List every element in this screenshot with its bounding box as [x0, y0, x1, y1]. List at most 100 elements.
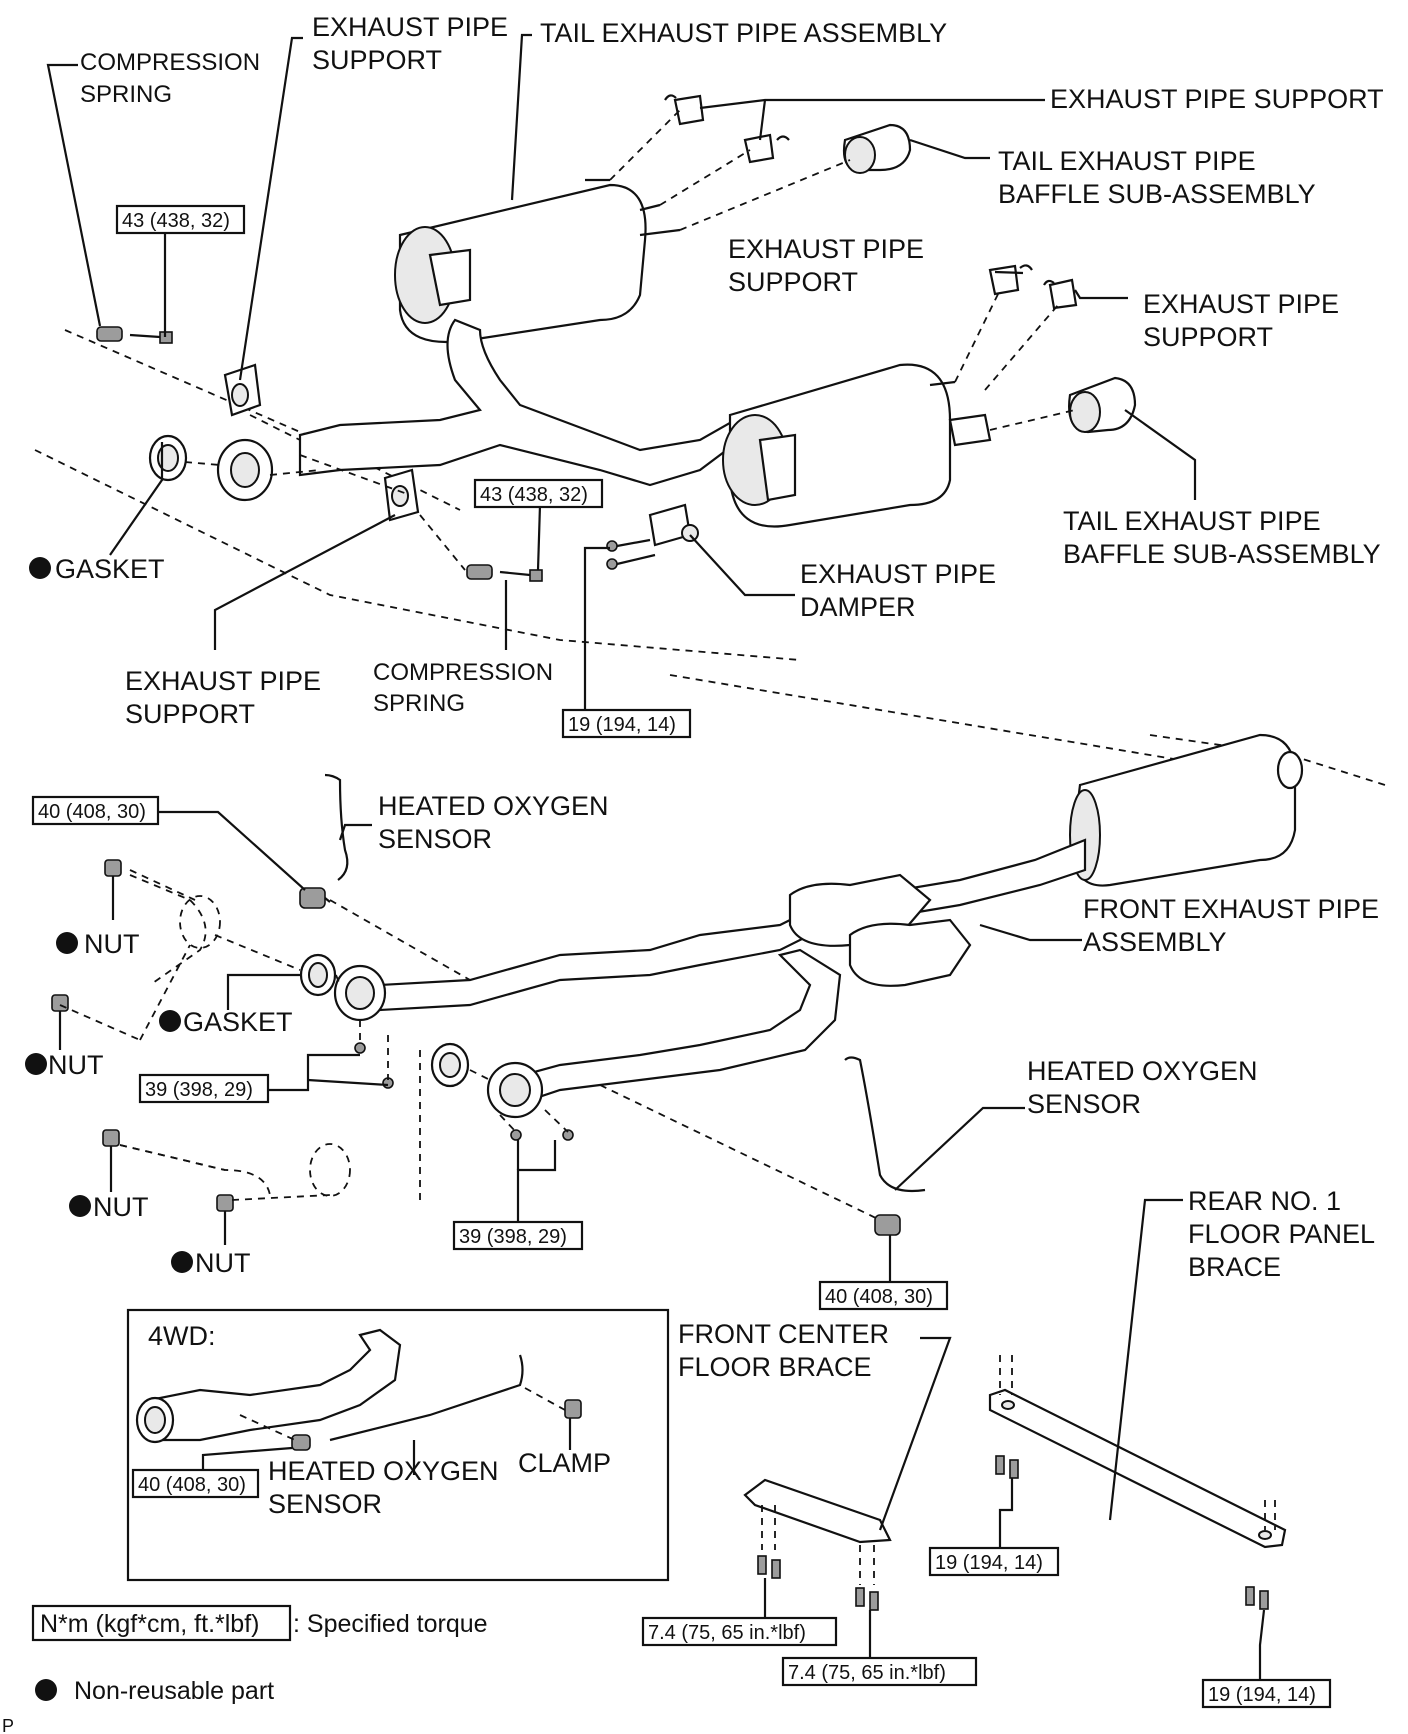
legend-torque-units: N*m (kgf*cm, ft.*lbf) [40, 1610, 259, 1638]
nonreusable-dot [29, 557, 51, 579]
manifold-outlet-lower [119, 1143, 351, 1197]
torque-box-40-inset: 40 (408, 30) [131, 1468, 260, 1499]
nonreusable-dot [69, 1195, 91, 1217]
oxygen-sensor-upper-label-1: HEATED OXYGEN [378, 791, 609, 821]
tail-exhaust-section [34, 33, 1197, 710]
gasket-top-part [148, 434, 188, 482]
inset-sensor-part [291, 1354, 524, 1451]
front-pipe-upper [378, 838, 1087, 1012]
nut-label-2: NUT [48, 1050, 104, 1080]
torque-boxes: 43 (438, 32) 43 (438, 32) 19 (194, 14) 4… [31, 204, 1332, 1709]
front-exhaust-label-2: ASSEMBLY [1083, 927, 1227, 957]
torque-box-39-mid: 39 (398, 29) [452, 1220, 584, 1251]
text-labels: COMPRESSION SPRING EXHAUST PIPE SUPPORT … [25, 12, 1384, 1519]
support-rubber-mid-2 [1043, 278, 1078, 310]
compression-spring-bottom-part [466, 564, 543, 582]
exhaust-pipe-damper-part [648, 503, 699, 547]
tail-baffle-lower-label-1: TAIL EXHAUST PIPE [1063, 506, 1321, 536]
braces-section [743, 1198, 1287, 1680]
nonreusable-dot [171, 1251, 193, 1273]
front-pipe-lower [503, 948, 842, 1107]
gasket-mid-label: GASKET [183, 1007, 293, 1037]
svg-text:7.4 (75, 65 in.*lbf): 7.4 (75, 65 in.*lbf) [648, 1622, 806, 1644]
support-rubber-bottom [383, 468, 420, 522]
compression-spring-label-2: SPRING [80, 81, 172, 108]
nonreusable-dot [56, 932, 78, 954]
tail-exhaust-pipe-assembly-label: TAIL EXHAUST PIPE ASSEMBLY [540, 18, 947, 48]
exhaust-support-right-label-1: EXHAUST PIPE [1143, 289, 1339, 319]
corner-code: P [2, 1716, 14, 1734]
inset-sensor-label-2: SENSOR [268, 1489, 382, 1519]
left-tail-muffler [394, 178, 681, 344]
svg-text:19 (194, 14): 19 (194, 14) [935, 1552, 1043, 1574]
compression-spring-label-1: COMPRESSION [80, 49, 260, 76]
front-center-floor-brace-part [743, 1478, 892, 1544]
legend: N*m (kgf*cm, ft.*lbf) : Specified torque… [2, 1604, 488, 1734]
oxygen-sensor-upper-label-2: SENSOR [378, 824, 492, 854]
inset-sensor-label-1: HEATED OXYGEN [268, 1456, 499, 1486]
inset-clamp-label: CLAMP [518, 1448, 611, 1478]
manifold-outlet-upper [129, 874, 221, 986]
rear-brace-label-1: REAR NO. 1 [1188, 1186, 1341, 1216]
svg-text:7.4 (75, 65 in.*lbf): 7.4 (75, 65 in.*lbf) [788, 1662, 946, 1684]
compression-spring-bottom-label-2: SPRING [373, 690, 465, 717]
gasket-top-label: GASKET [55, 554, 165, 584]
torque-box-74-left: 7.4 (75, 65 in.*lbf) [641, 1616, 838, 1647]
torque-box-39-left: 39 (398, 29) [138, 1073, 270, 1104]
baffle-lower-part [1068, 376, 1137, 434]
rear-brace-label-2: FLOOR PANEL [1188, 1219, 1375, 1249]
compression-spring-bottom-label-1: COMPRESSION [373, 659, 553, 686]
svg-text:19 (194, 14): 19 (194, 14) [1208, 1684, 1316, 1706]
rear-floor-panel-brace-part [988, 1388, 1287, 1549]
oxygen-sensor-lower-label-1: HEATED OXYGEN [1027, 1056, 1258, 1086]
baffle-upper-part [842, 123, 912, 174]
exhaust-support-tl-label-1: EXHAUST PIPE [312, 12, 508, 42]
torque-box-19-brace-right: 19 (194, 14) [1201, 1678, 1332, 1709]
gasket-mid-upper [299, 953, 337, 997]
svg-text:40 (408, 30): 40 (408, 30) [138, 1474, 246, 1496]
legend-nonreusable-text: Non-reusable part [74, 1677, 274, 1705]
support-rubber-left [223, 363, 262, 417]
support-rubber-mid-1 [988, 264, 1033, 296]
brace-bolts [757, 1455, 1269, 1611]
svg-text:40 (408, 30): 40 (408, 30) [38, 801, 146, 823]
front-exhaust-label-1: FRONT EXHAUST PIPE [1083, 894, 1379, 924]
svg-text:40 (408, 30): 40 (408, 30) [825, 1286, 933, 1308]
svg-text:39 (398, 29): 39 (398, 29) [459, 1226, 567, 1248]
torque-box-19-brace-left: 19 (194, 14) [928, 1546, 1060, 1577]
front-center-brace-label-2: FLOOR BRACE [678, 1352, 872, 1382]
inset-title: 4WD: [148, 1321, 216, 1351]
torque-box-43-mid: 43 (438, 32) [473, 478, 604, 509]
support-rubber-top-right-2 [743, 133, 790, 164]
front-flange-lower [486, 1061, 544, 1119]
exhaust-support-mid-label-2: SUPPORT [728, 267, 858, 297]
exhaust-support-mid-label-1: EXHAUST PIPE [728, 234, 924, 264]
support-rubber-top-right-1 [664, 94, 705, 126]
nonreusable-dot [159, 1010, 181, 1032]
tail-baffle-upper-label-1: TAIL EXHAUST PIPE [998, 146, 1256, 176]
legend-torque-text: : Specified torque [293, 1610, 488, 1638]
rear-brace-label-3: BRACE [1188, 1252, 1281, 1282]
tail-pipe-tubes [298, 318, 742, 487]
exhaust-support-tl-label-2: SUPPORT [312, 45, 442, 75]
tail-flange [216, 438, 274, 502]
torque-box-74-right: 7.4 (75, 65 in.*lbf) [781, 1656, 978, 1687]
nonreusable-dot [25, 1053, 47, 1075]
nut-label-3: NUT [93, 1192, 149, 1222]
front-main-muffler [1069, 733, 1304, 887]
svg-text:19 (194, 14): 19 (194, 14) [568, 714, 676, 736]
svg-text:43 (438, 32): 43 (438, 32) [122, 210, 230, 232]
front-exhaust-section [51, 674, 1386, 1282]
exhaust-damper-label-1: EXHAUST PIPE [800, 559, 996, 589]
torque-box-40-right: 40 (408, 30) [818, 1280, 949, 1311]
front-flange-upper [333, 964, 387, 1022]
legend-nonreusable-dot [35, 1679, 57, 1701]
exhaust-support-tr-label: EXHAUST PIPE SUPPORT [1050, 84, 1384, 114]
gasket-mid-lower [430, 1042, 470, 1088]
torque-box-43-top: 43 (438, 32) [115, 204, 246, 235]
oxygen-sensor-lower-part [844, 1056, 926, 1236]
exhaust-support-right-label-2: SUPPORT [1143, 322, 1273, 352]
damper-bolts [606, 538, 656, 570]
oxygen-sensor-upper-part [299, 773, 349, 909]
